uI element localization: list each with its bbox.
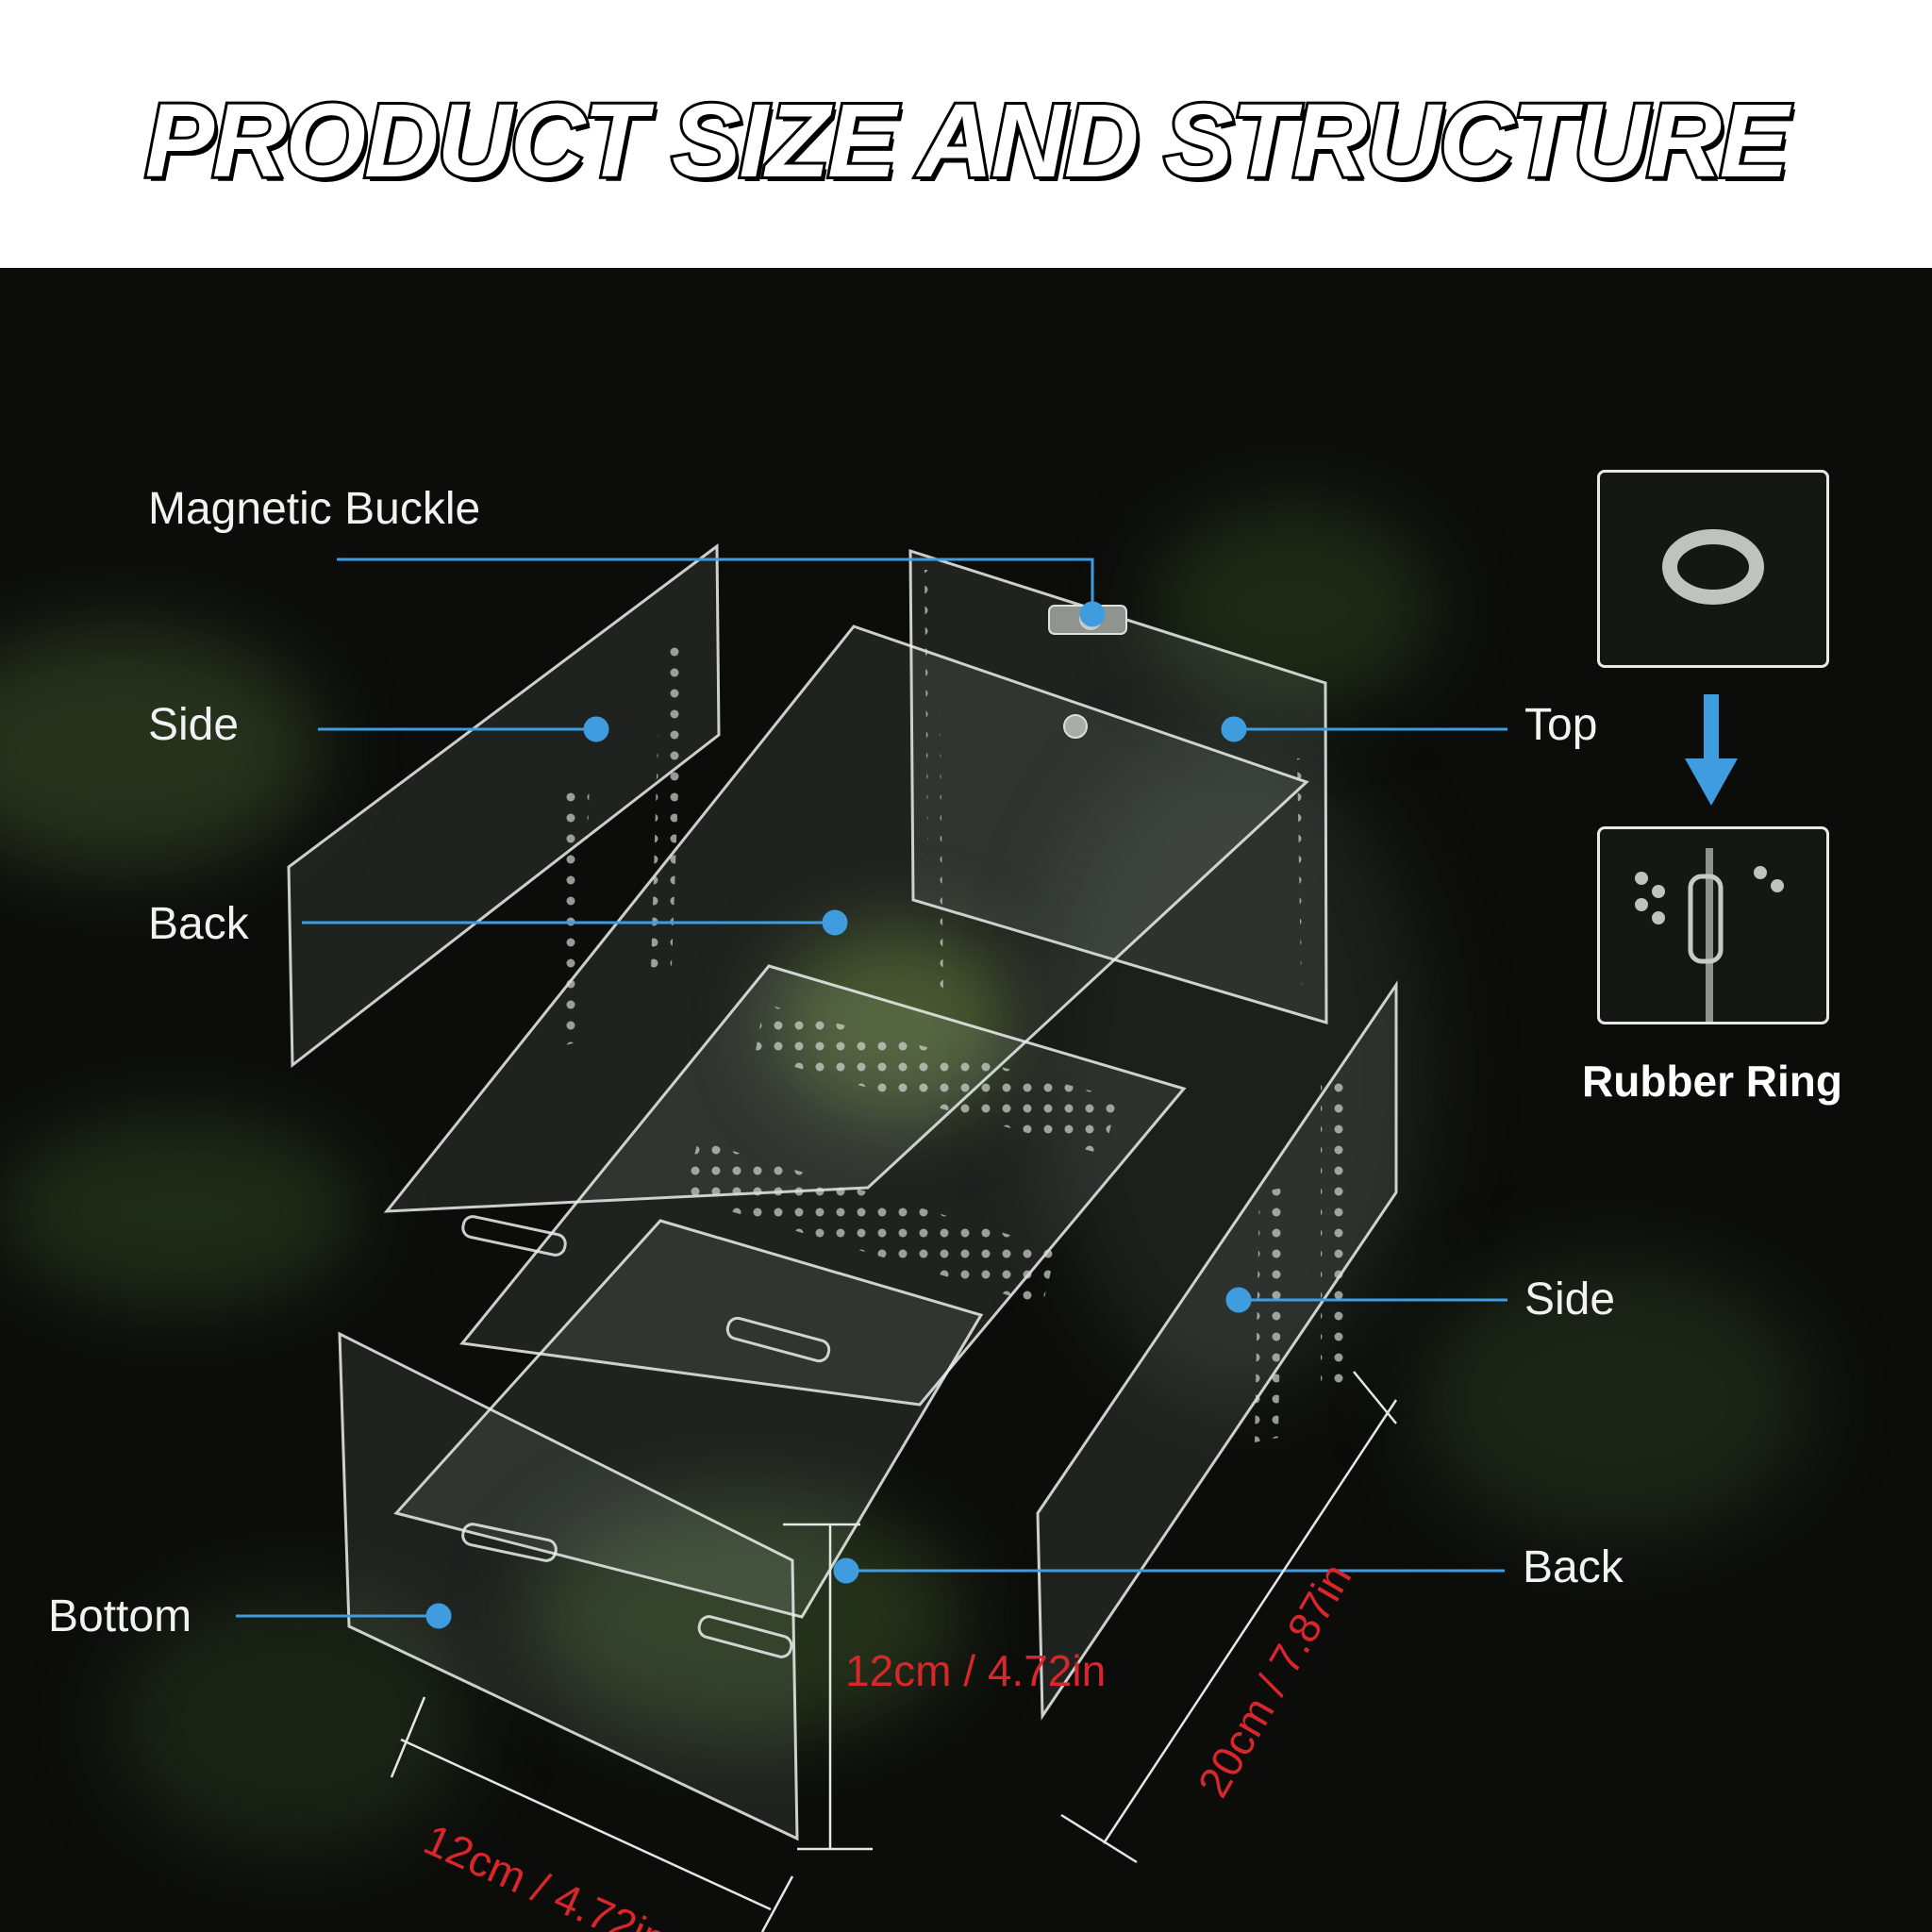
vent-holes: [561, 570, 1349, 1442]
callout-dot-magnetic-buckle: [1079, 601, 1106, 627]
side-panel-left: [287, 543, 721, 1069]
rubber-ring-installed-inset: [1597, 826, 1829, 1024]
callout-line-magnetic-buckle: [337, 558, 1094, 614]
callout-dot-bottom: [425, 1603, 452, 1629]
rubber-ring-icon: [1662, 529, 1764, 605]
label-back-left: Back: [148, 899, 249, 949]
rubber-ring-installed-icon: [1635, 848, 1784, 1022]
enclosure-exploded-view: [236, 543, 1738, 1932]
dimension-label-height: 12cm / 4.72in: [845, 1646, 1107, 1695]
callout-dot-side-left: [583, 716, 609, 742]
label-magnetic-buckle: Magnetic Buckle: [148, 484, 481, 534]
background-foliage: [1415, 1258, 1811, 1541]
bottom-front-panel: [338, 1331, 799, 1841]
label-top: Top: [1524, 700, 1598, 750]
label-side-left: Side: [148, 700, 240, 750]
back-panel-upper: [908, 548, 1328, 1025]
down-arrow-icon: [1685, 694, 1738, 806]
header-banner: PRODUCT SIZE AND STRUCTURE: [0, 0, 1932, 268]
page-title: PRODUCT SIZE AND STRUCTURE: [142, 80, 1792, 202]
background-foliage: [0, 626, 321, 872]
dimension-line-depth: [1102, 1399, 1398, 1844]
callout-dot-back-right: [833, 1557, 859, 1584]
label-bottom: Bottom: [48, 1591, 192, 1641]
background-foliage: [0, 1117, 358, 1306]
label-side-right: Side: [1524, 1274, 1616, 1324]
dimension-line-width: [400, 1738, 772, 1911]
label-back-right: Back: [1523, 1542, 1624, 1592]
callout-dot-back-left: [822, 909, 848, 936]
bottom-panel: [393, 1219, 984, 1619]
side-panel-right: [1036, 980, 1398, 1721]
callout-dot-top: [1221, 716, 1247, 742]
rubber-ring-inset: [1597, 470, 1829, 668]
rubber-ring-caption: Rubber Ring: [1582, 1057, 1842, 1106]
diagram-stage: Magnetic Buckle Side Back Bottom Top Sid…: [0, 268, 1932, 1932]
callout-dot-side-right: [1225, 1287, 1252, 1313]
background-foliage: [113, 1589, 472, 1853]
background-foliage: [1151, 504, 1434, 711]
